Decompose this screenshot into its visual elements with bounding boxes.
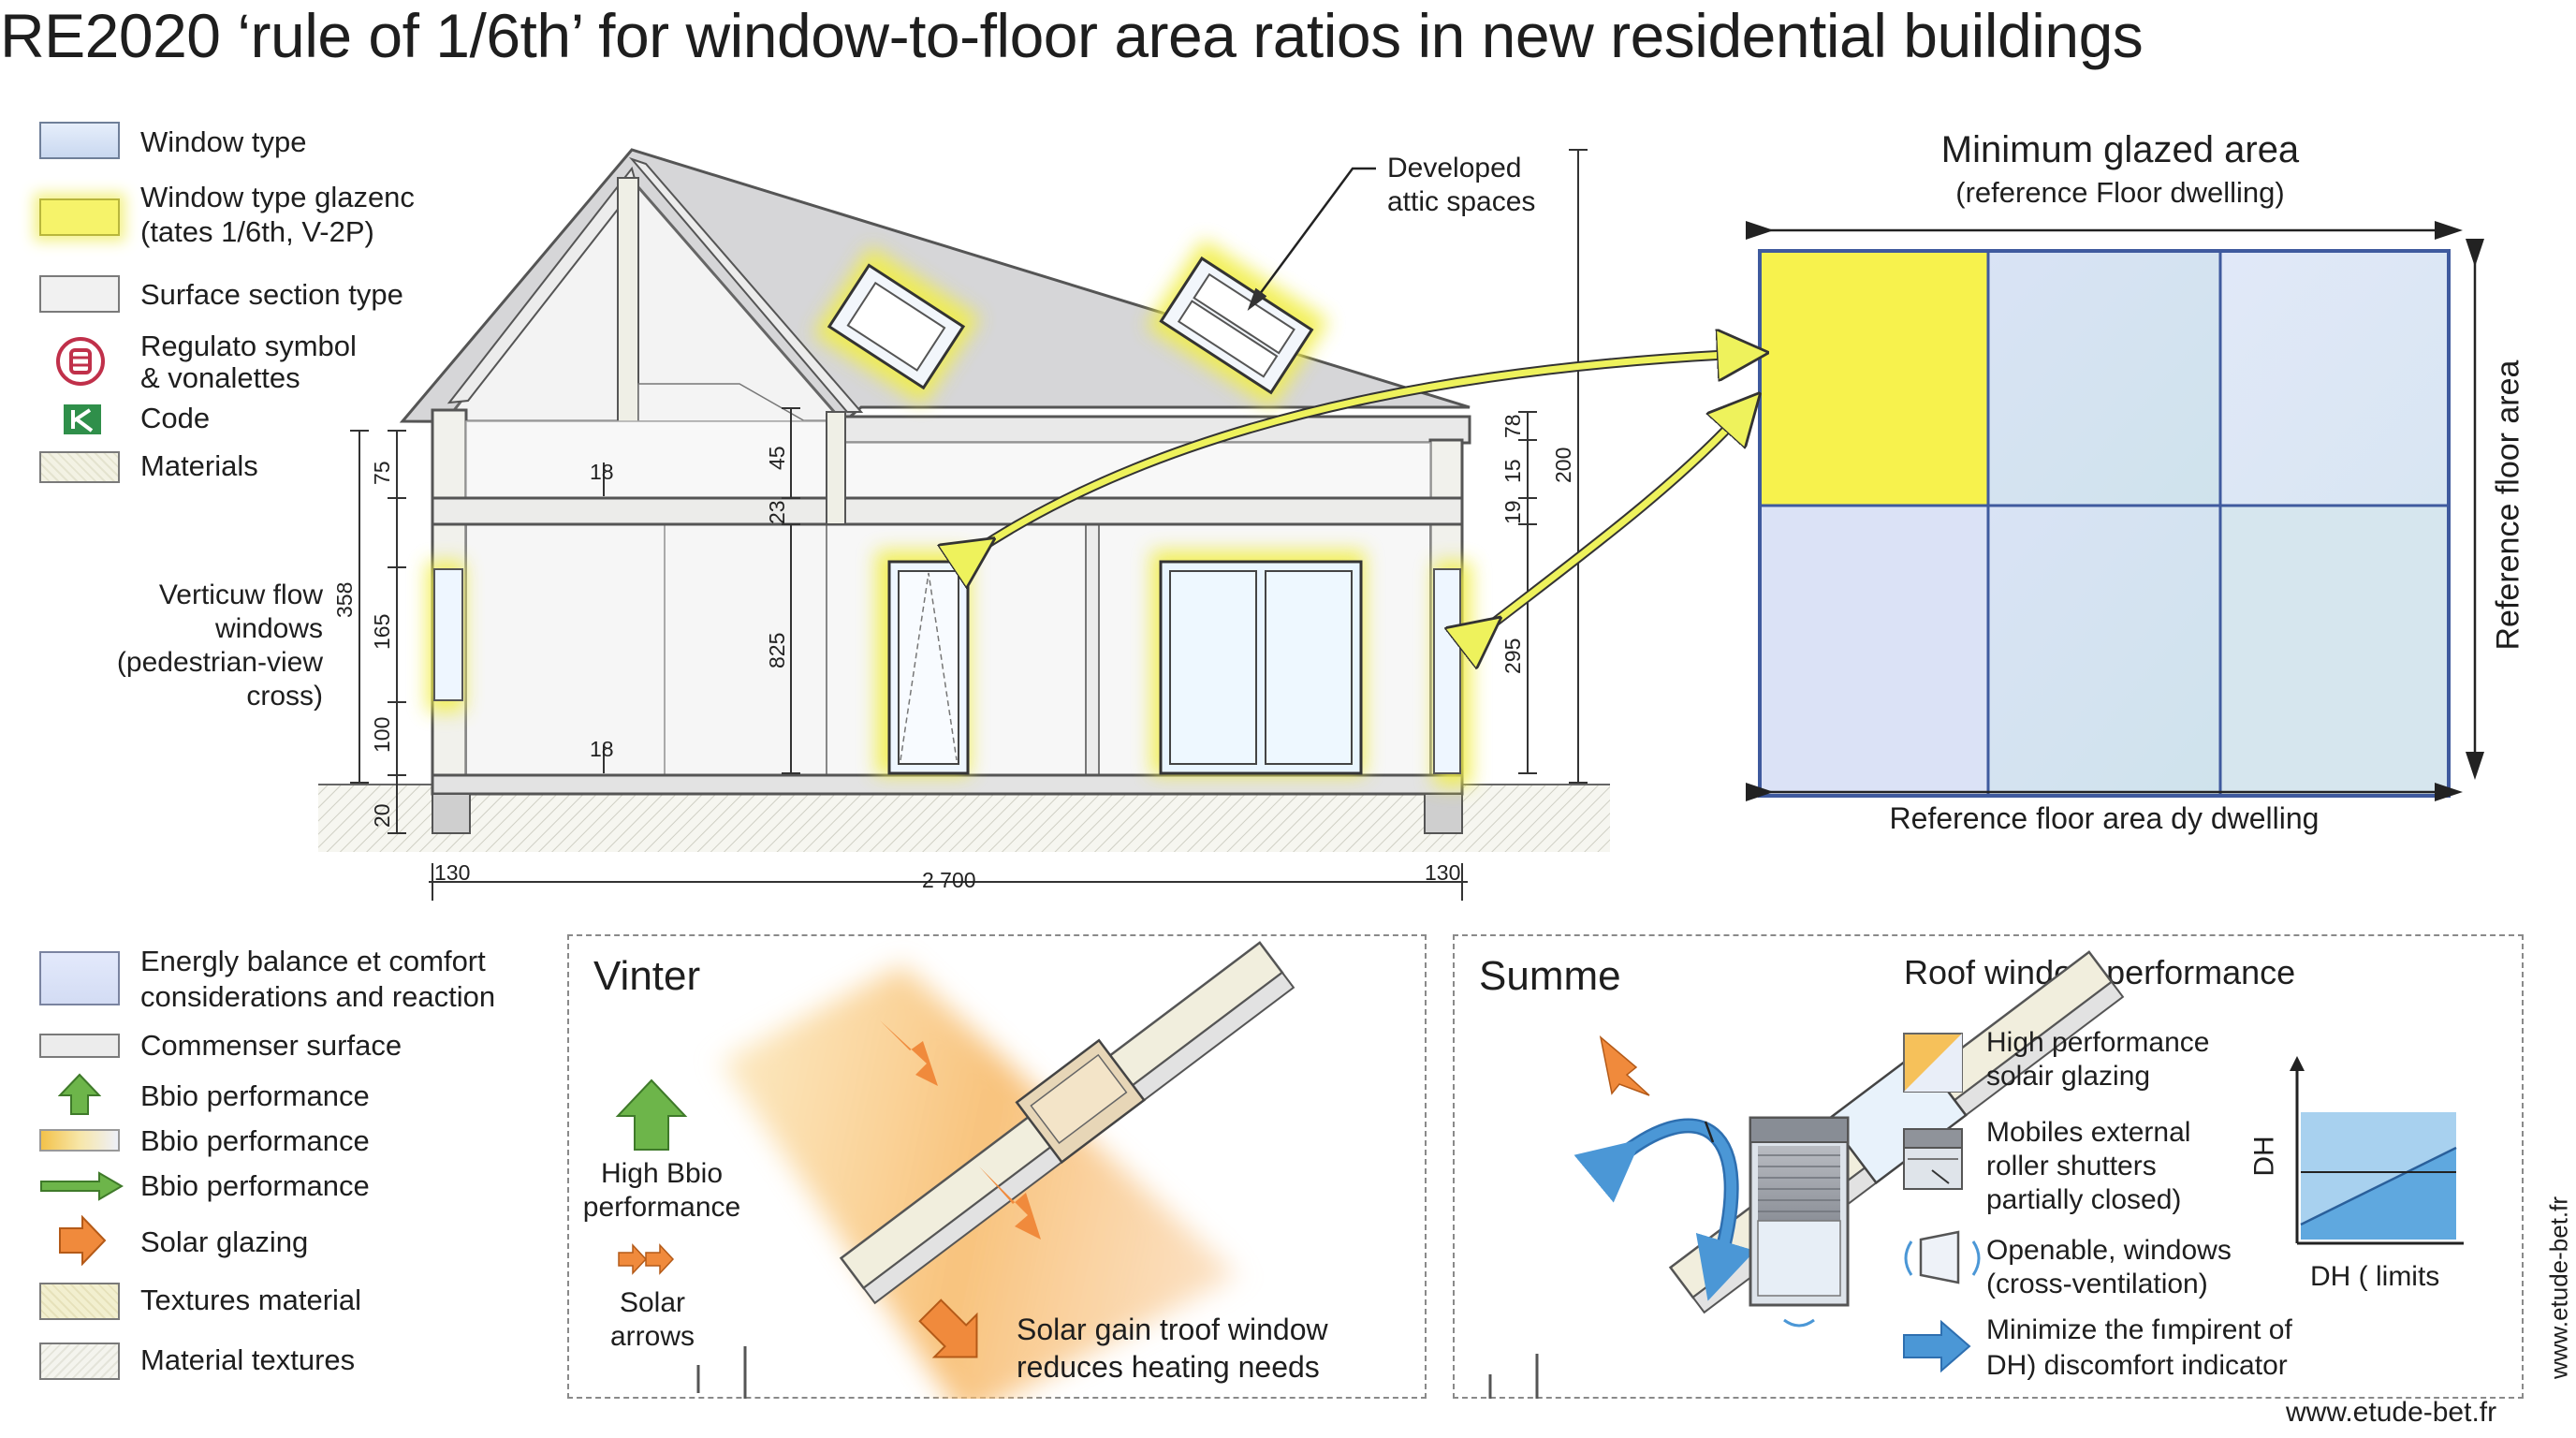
window-type-swatch: [39, 122, 120, 159]
legend-label: Regulato symbol: [140, 330, 357, 362]
legend-label: Window type: [140, 125, 307, 158]
legend-label: Material textures: [140, 1343, 356, 1376]
summer-illustration: [1488, 950, 2464, 1399]
blue-arrow-icon: [1903, 1319, 1971, 1373]
footer-url: www.etude-bet.fr: [2286, 1397, 2497, 1428]
svg-text:100: 100: [370, 717, 394, 753]
summer-title: Summe: [1479, 953, 1621, 999]
legend-label: Commenser surface: [140, 1029, 402, 1062]
legend-label: Surface section type: [140, 278, 403, 311]
window-left-facade: [433, 568, 463, 701]
svg-text:45: 45: [765, 446, 789, 470]
code-icon: [64, 404, 101, 434]
summer-item-discomfort: Minimize the fımpirent of DH) discomfort…: [1986, 1314, 2292, 1381]
legend-label: Solar glazing: [140, 1225, 309, 1258]
orange-out-arrow-icon: [1599, 1035, 1650, 1096]
svg-text:18: 18: [590, 460, 614, 484]
solar-arrows-label: Solar arrows: [609, 1287, 695, 1352]
high-performance-glazing-icon: [1903, 1033, 1963, 1093]
developed-attic-label: Developed attic spaces: [1387, 153, 1536, 217]
svg-text:130: 130: [434, 860, 470, 885]
grid-subtitle: (reference Floor dwelling): [1955, 176, 2285, 209]
svg-text:2 700: 2 700: [922, 868, 976, 892]
surface-swatch: [39, 1034, 120, 1058]
legend-label: & vonalettes: [140, 361, 300, 394]
legend-label: Bbio performance: [140, 1079, 370, 1112]
dh-chart: [2290, 1056, 2464, 1245]
legend-label: considerations and reaction: [140, 980, 496, 1013]
summer-item-ventilation: Openable, windows (cross-ventilation): [1986, 1235, 2232, 1299]
energy-swatch: [39, 951, 120, 1005]
summer-panel: [1453, 934, 2524, 1399]
grid-bottom-label: Reference floor area dy dwelling: [1889, 801, 2320, 835]
solar-arrows-icon: [618, 1243, 675, 1275]
orange-arrow-icon: [59, 1215, 107, 1266]
winter-caption: Solar gain troof window reduces heating …: [1017, 1313, 1328, 1384]
dh-xlabel: DH ( limits: [2310, 1261, 2440, 1292]
openable-window-icon: [1904, 1230, 1981, 1284]
vertical-windows-label: Verticuw flow windows (pedestrian-view c…: [116, 580, 323, 712]
material-texture-swatch: [39, 1343, 120, 1380]
svg-text:18: 18: [590, 737, 614, 761]
surface-section-swatch: [39, 275, 120, 313]
green-right-arrow-icon: [40, 1171, 124, 1201]
glazed-area-grid: [1746, 221, 2484, 798]
glazing-arrows: [0, 0, 2576, 843]
legend-label: (tates 1/6th, V-2P): [140, 215, 374, 248]
texture-swatch: [39, 1283, 120, 1320]
glazing-swatch: [39, 198, 120, 236]
legend-label: Bbio performance: [140, 1169, 370, 1202]
high-bbio-label: High Bbio performance: [582, 1158, 741, 1223]
high-bbio-arrow-icon: [615, 1078, 688, 1151]
summer-item-shutters: Mobiles external roller shutters partial…: [1986, 1117, 2191, 1215]
materials-swatch: [39, 451, 120, 483]
legend-label: Bbio performance: [140, 1124, 370, 1157]
grid-bottom-arrow: [1746, 783, 2463, 801]
summer-item-glazing: High performance solair glazing: [1986, 1027, 2210, 1092]
svg-text:825: 825: [765, 633, 789, 668]
dh-ylabel: DH: [2248, 1136, 2280, 1177]
gradient-swatch: [39, 1129, 120, 1152]
svg-text:358: 358: [332, 582, 357, 618]
winter-illustration: [615, 941, 1295, 1399]
legend-label: Code: [140, 402, 211, 434]
window-door-left: [887, 560, 970, 775]
regulator-symbol-icon: [56, 337, 105, 386]
svg-text:75: 75: [370, 461, 394, 485]
roof-window-left: [827, 263, 966, 390]
side-url: www.etude-bet.fr: [2544, 1196, 2573, 1380]
legend-label: Energly balance et comfort: [140, 945, 486, 977]
grid-title: Minimum glazed area: [1940, 129, 2300, 170]
svg-text:165: 165: [370, 614, 394, 650]
shutter-small-icon: [1903, 1128, 1963, 1190]
ventilation-arrow-icon: [1573, 1121, 1756, 1301]
attic-leader-line: [1247, 167, 1376, 312]
winter-title: Vinter: [593, 953, 701, 999]
green-up-arrow-icon: [58, 1073, 101, 1115]
legend-label: Textures material: [140, 1284, 362, 1316]
window-patio-door: [1159, 560, 1363, 775]
roller-shutter-icon: [1749, 1116, 1850, 1328]
legend-label: Materials: [140, 449, 258, 482]
svg-text:20: 20: [370, 803, 394, 828]
ground: [318, 785, 1610, 852]
legend-label: Window type glazenc: [140, 181, 415, 213]
orange-down-arrow-icon: [918, 1299, 978, 1358]
svg-text:23: 23: [765, 500, 789, 524]
page-title: RE2020 ‘rule of 1/6th’ for window-to-flo…: [0, 1, 2144, 70]
svg-text:130: 130: [1425, 860, 1460, 885]
